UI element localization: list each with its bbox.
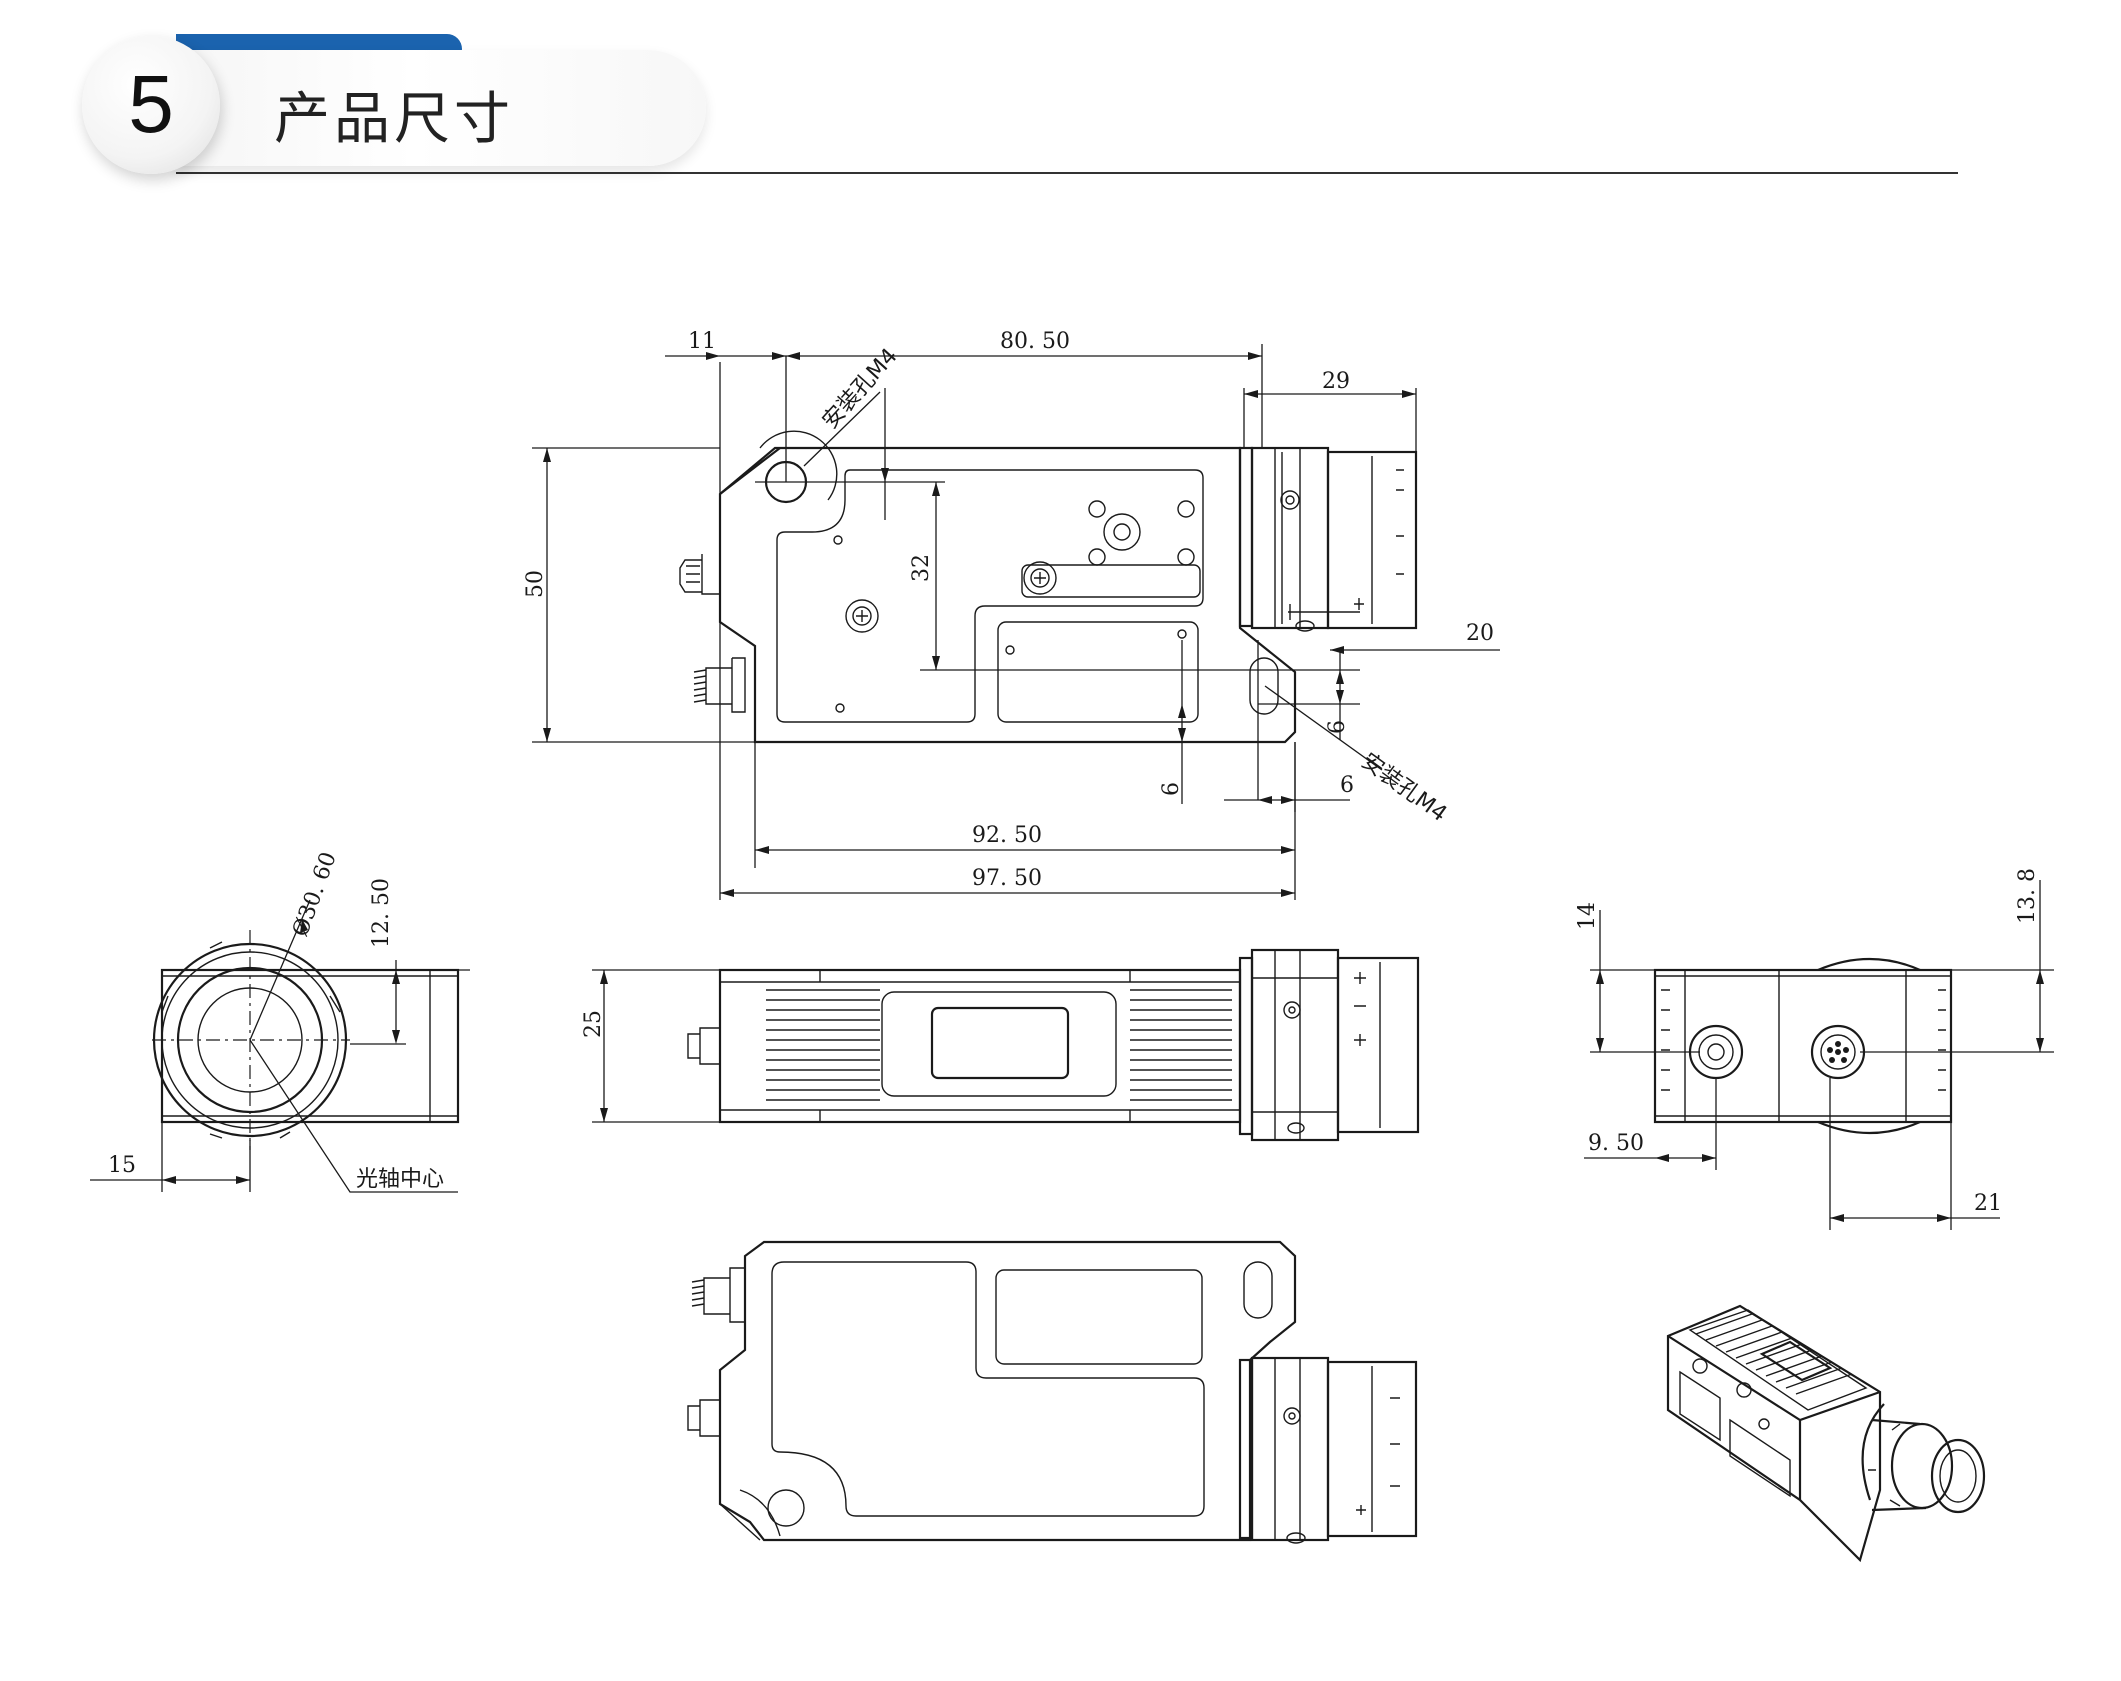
dim-29: 29 bbox=[1322, 369, 1350, 394]
bottom-view bbox=[687, 1240, 1418, 1544]
end-view bbox=[1653, 957, 1953, 1135]
side-view bbox=[687, 948, 1420, 1142]
section-title: 产品尺寸 bbox=[274, 87, 514, 152]
top-view-dimensions: 11 80. 50 29 50 32 20 6 6 6 92. 50 97. 5… bbox=[523, 329, 1500, 900]
top-view bbox=[679, 430, 1418, 744]
dim-6-lower: 6 bbox=[1340, 773, 1354, 798]
dim-92-50: 92. 50 bbox=[972, 823, 1042, 848]
header-rule bbox=[176, 172, 1958, 174]
dim-21: 21 bbox=[1974, 1191, 2002, 1216]
section-number: 5 bbox=[82, 36, 220, 174]
dim-15: 15 bbox=[108, 1153, 136, 1178]
dim-13-8: 13. 8 bbox=[2015, 868, 2040, 924]
isometric-view bbox=[1666, 1304, 1986, 1563]
dim-6-bottom: 6 bbox=[1159, 782, 1184, 796]
section-header: 5 产品尺寸 bbox=[0, 0, 2121, 200]
side-view-dimensions: 25 bbox=[581, 969, 720, 1123]
dim-20: 20 bbox=[1466, 621, 1494, 646]
dim-97-50: 97. 50 bbox=[972, 866, 1042, 891]
hole-label-top: 安装孔M4 bbox=[818, 344, 903, 434]
front-view: Ø30. 60 12. 50 15 光轴中心 bbox=[90, 849, 470, 1193]
dim-12-50: 12. 50 bbox=[369, 878, 394, 948]
dim-6-right: 6 bbox=[1325, 720, 1350, 734]
dim-14: 14 bbox=[1575, 902, 1600, 930]
dim-30-60: Ø30. 60 bbox=[288, 849, 342, 940]
dim-25: 25 bbox=[581, 1010, 606, 1038]
dim-9-50: 9. 50 bbox=[1588, 1131, 1644, 1156]
optical-axis-label: 光轴中心 bbox=[356, 1167, 444, 1192]
hole-label-bottom: 安装孔M4 bbox=[1356, 749, 1451, 827]
title-tab bbox=[176, 50, 706, 166]
end-view-dimensions: 14 13. 8 9. 50 21 bbox=[1575, 868, 2054, 1230]
dim-32: 32 bbox=[909, 554, 934, 582]
dim-80-50: 80. 50 bbox=[1000, 329, 1070, 354]
dim-50: 50 bbox=[523, 570, 548, 598]
dim-11: 11 bbox=[688, 329, 716, 354]
